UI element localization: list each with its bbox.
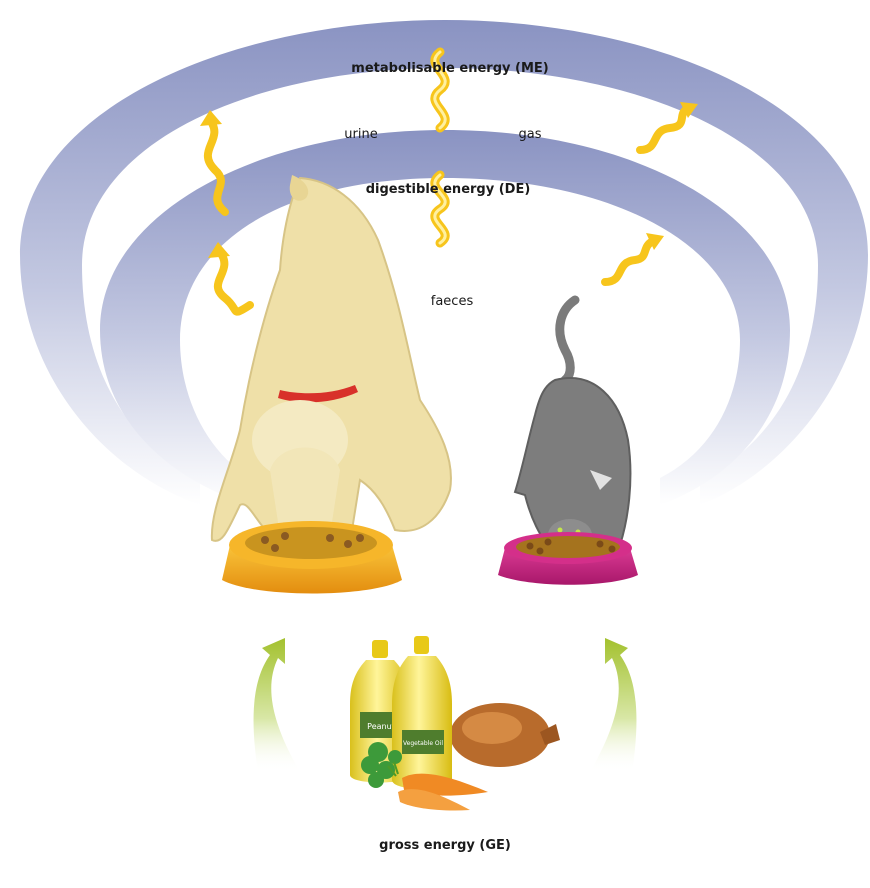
energy-arrow-squiggle-icon: [640, 102, 698, 150]
cat-illustration: [515, 300, 630, 558]
green-upward-arrow-right-icon: [590, 638, 636, 772]
peanut-bottle-label: Peanut: [367, 722, 395, 731]
cat-food-bowl: [498, 532, 638, 585]
vegetable-bottle-label: Vegetable Oil: [403, 740, 443, 747]
food-ingredients: Peanut Vegetable Oil: [350, 636, 560, 811]
dog-food-bowl: [222, 521, 402, 594]
gross-energy-label: gross energy (GE): [379, 838, 511, 854]
digestible-energy-label: digestible energy (DE): [366, 182, 531, 198]
energy-arrow-squiggle-icon: [605, 233, 664, 282]
roast-chicken-icon: [450, 703, 560, 767]
metabolisable-energy-label: metabolisable energy (ME): [351, 61, 548, 77]
faeces-label: faeces: [431, 294, 473, 310]
dog-illustration: [212, 175, 451, 551]
oil-bottle-vegetable: Vegetable Oil: [392, 636, 452, 789]
gas-label: gas: [519, 127, 542, 143]
urine-label: urine: [344, 127, 377, 143]
energy-arrow-squiggle-icon: [208, 242, 250, 312]
green-upward-arrow-left-icon: [254, 638, 300, 772]
